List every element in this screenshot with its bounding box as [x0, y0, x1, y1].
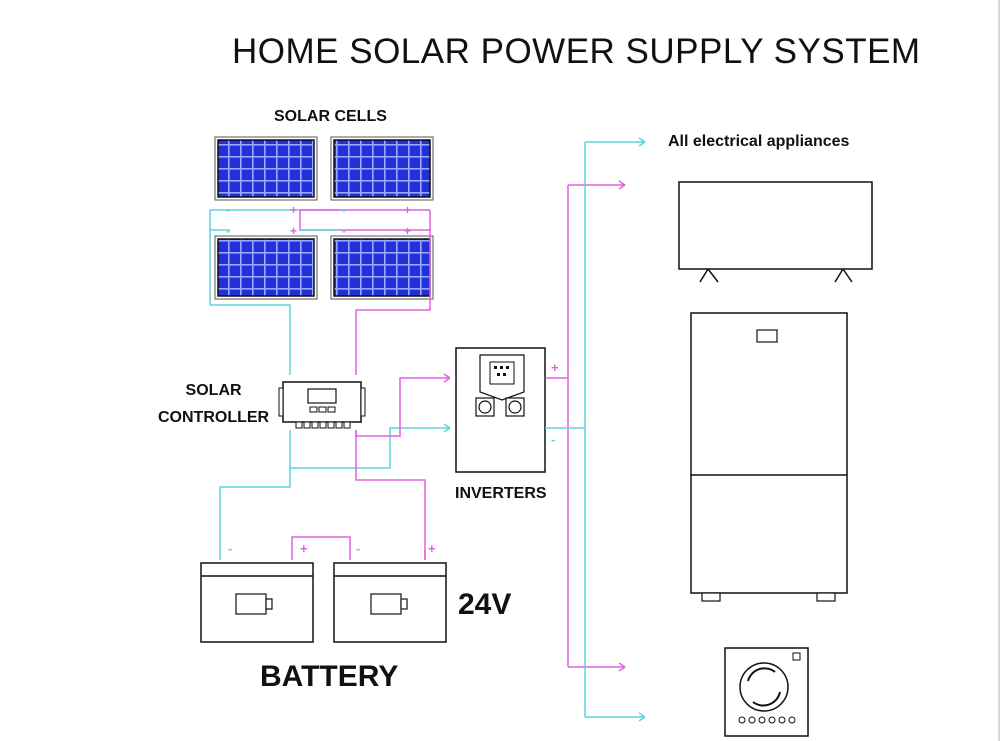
svg-text:-: -	[342, 224, 346, 238]
frame-edge	[998, 0, 1000, 741]
battery-right	[333, 562, 447, 643]
svg-text:+: +	[290, 224, 297, 238]
controller-label-line2: CONTROLLER	[158, 409, 270, 426]
svg-text:-: -	[226, 203, 230, 217]
svg-text:-: -	[228, 541, 232, 556]
inverters-label: INVERTERS	[455, 485, 547, 502]
controller-label-line1: SOLAR	[185, 382, 242, 399]
inverter	[455, 347, 546, 473]
controller-wiring	[219, 373, 451, 560]
inverter-terminal-marks: + -	[551, 360, 559, 447]
svg-text:+: +	[404, 203, 411, 217]
solar-panel-bottom-right	[330, 235, 434, 300]
svg-text:+: +	[290, 203, 297, 217]
svg-text:+: +	[428, 541, 436, 556]
battery-terminal-marks: - + - +	[228, 541, 436, 556]
appliances-label: All electrical appliances	[668, 133, 850, 150]
battery-label: BATTERY	[260, 660, 399, 693]
solar-cells-label: SOLAR CELLS	[274, 108, 387, 125]
appliance-bus	[545, 137, 646, 722]
diagram-title: HOME SOLAR POWER SUPPLY SYSTEM	[232, 32, 921, 71]
solar-panel-top-left	[214, 136, 318, 201]
svg-text:+: +	[404, 224, 411, 238]
svg-text:+: +	[551, 360, 559, 375]
solar-panel-bottom-left	[214, 235, 318, 300]
solar-controller-label: SOLAR CONTROLLER	[158, 377, 269, 431]
svg-text:+: +	[300, 541, 308, 556]
battery-voltage-label: 24V	[458, 588, 512, 621]
svg-text:-: -	[226, 224, 230, 238]
washing-machine	[724, 647, 809, 737]
battery-left	[200, 562, 314, 643]
solar-panel-top-right	[330, 136, 434, 201]
svg-text:-: -	[356, 541, 360, 556]
television	[678, 181, 873, 283]
panel-terminal-marks: - + - + - + - +	[226, 203, 411, 238]
svg-text:-: -	[342, 203, 346, 217]
refrigerator	[690, 312, 848, 602]
svg-text:-: -	[551, 432, 555, 447]
solar-controller	[278, 381, 366, 429]
panel-wiring	[209, 209, 431, 375]
